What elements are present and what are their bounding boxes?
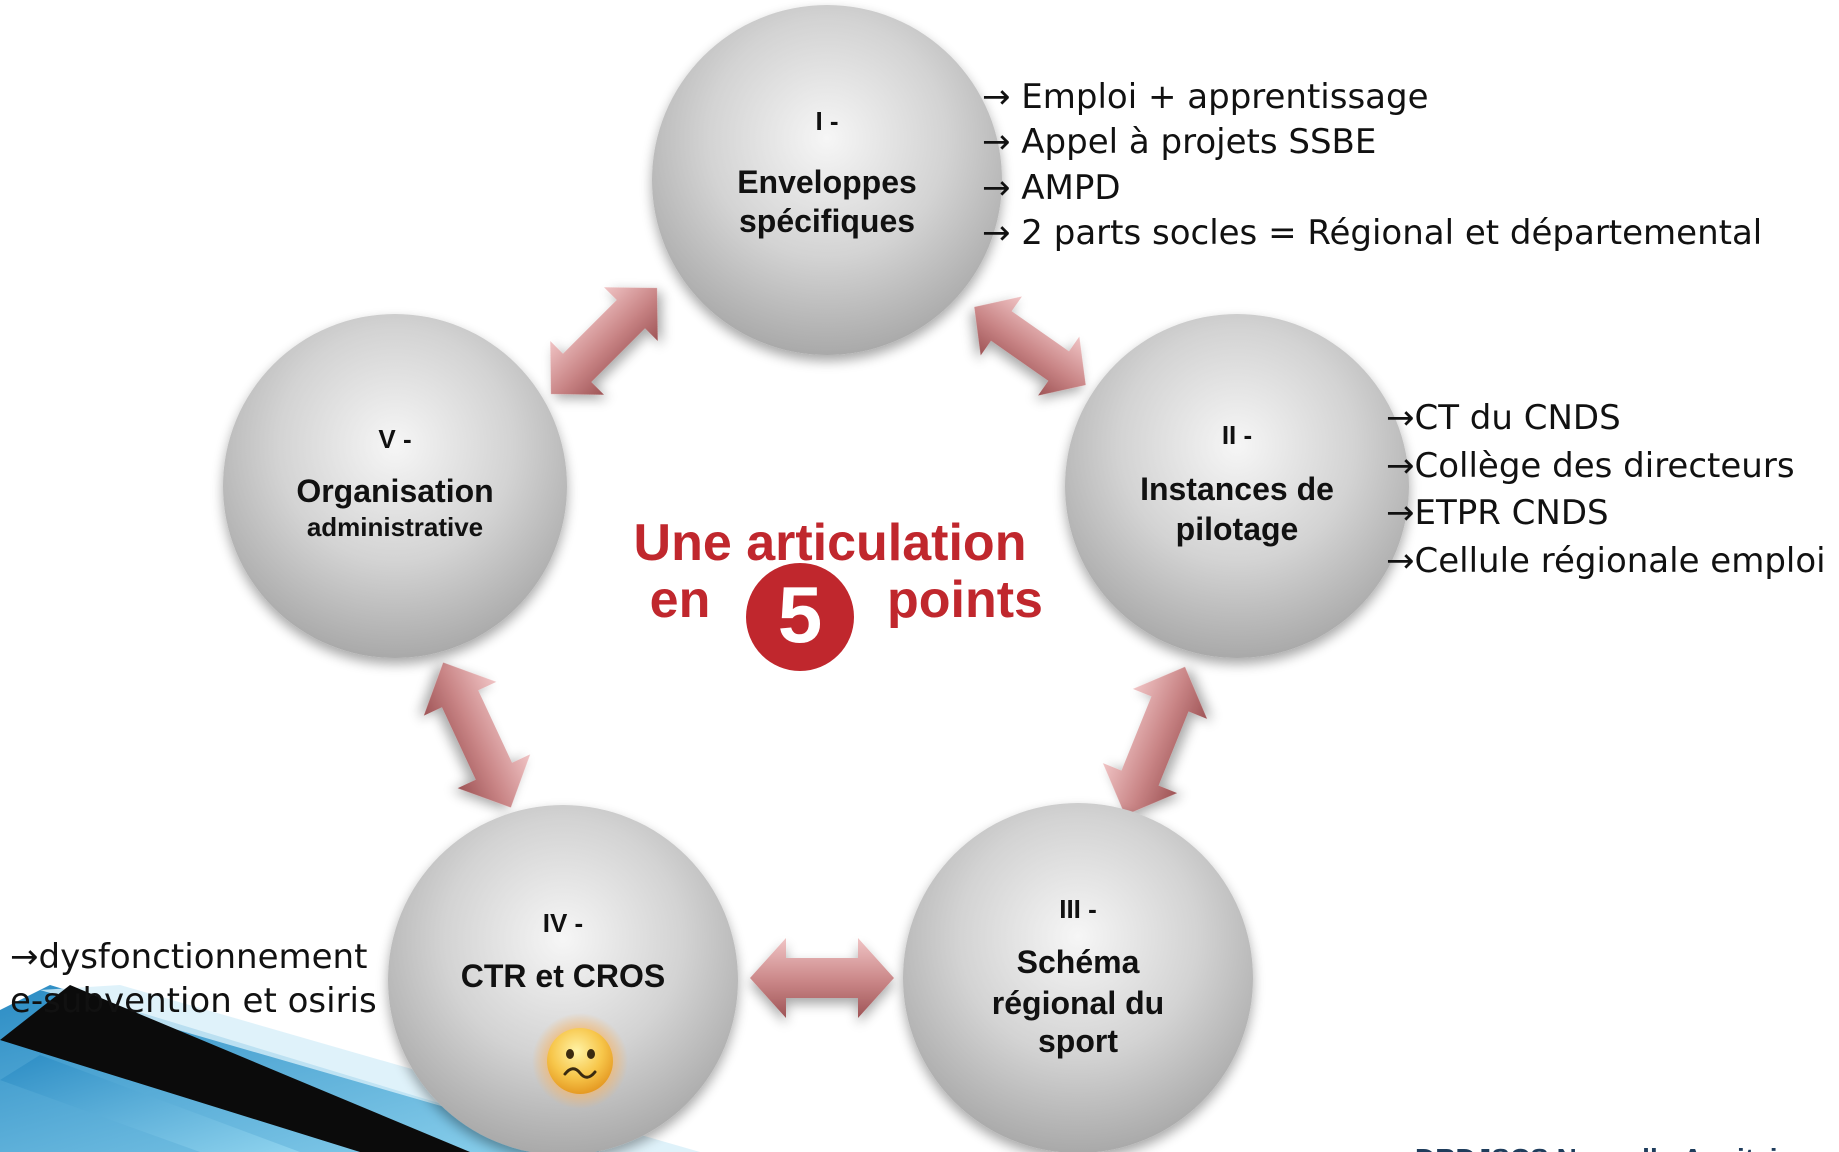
note-enveloppes-3: → AMPD xyxy=(982,168,1121,208)
sad-face-emoji-icon xyxy=(532,1013,628,1109)
circle-iii-line-1: Schéma xyxy=(1017,944,1140,980)
circle-ii-numeral: II - xyxy=(1222,420,1252,450)
arrow-i-v xyxy=(550,287,658,395)
arrow-iii-iv xyxy=(750,938,894,1018)
circle-iv-line-1: CTR et CROS xyxy=(461,958,665,994)
arrow-i-ii xyxy=(974,296,1086,396)
note-enveloppes-1: → Emploi + apprentissage xyxy=(982,77,1429,117)
circle-ii-instances: II - Instances de pilotage xyxy=(1065,314,1409,658)
center-title: Une articulation en 5 points xyxy=(634,514,1043,671)
note-instances-2: →Collège des directeurs xyxy=(1386,446,1795,486)
circle-v-organisation: V - Organisation administrative xyxy=(223,314,567,658)
center-title-word-en: en xyxy=(650,571,711,629)
circle-v-numeral: V - xyxy=(378,424,411,454)
circle-i-line-1: Enveloppes xyxy=(737,164,917,200)
circle-iv-numeral: IV - xyxy=(543,908,583,938)
circle-iii-line-2: régional du xyxy=(992,985,1164,1021)
note-instances-4: →Cellule régionale emploi xyxy=(1386,541,1826,581)
circle-ii-line-1: Instances de xyxy=(1140,471,1334,507)
note-ctr-2: e-subvention et osiris xyxy=(10,981,377,1021)
circle-iii-schema: III - Schéma régional du sport xyxy=(903,803,1253,1152)
footer-org-name: DRDJSCS Nouvelle-Aquitaine xyxy=(1415,1143,1810,1152)
circle-i-enveloppes: I - Enveloppes spécifiques xyxy=(652,5,1002,355)
center-title-word-points: points xyxy=(887,571,1043,629)
note-ctr-1: →dysfonctionnement xyxy=(10,937,367,977)
circle-iv-ctr: IV - CTR et CROS xyxy=(388,805,738,1152)
circle-v-line-1: Organisation xyxy=(296,473,493,509)
note-enveloppes-2: → Appel à projets SSBE xyxy=(982,122,1376,162)
circle-iii-numeral: III - xyxy=(1059,894,1097,924)
note-enveloppes-4: → 2 parts socles = Régional et départeme… xyxy=(982,213,1762,253)
arrow-ii-iii xyxy=(1102,666,1208,816)
note-instances-3: →ETPR CNDS xyxy=(1386,493,1609,533)
circle-v-line-2: administrative xyxy=(307,512,483,542)
arrow-iv-v xyxy=(423,662,531,808)
circle-i-numeral: I - xyxy=(815,106,838,136)
number-five: 5 xyxy=(778,570,823,659)
circle-i-line-2: spécifiques xyxy=(739,203,915,239)
center-title-line-1: Une articulation xyxy=(634,514,1027,572)
circle-ii-line-2: pilotage xyxy=(1176,511,1299,547)
note-instances-1: →CT du CNDS xyxy=(1386,398,1621,438)
circle-iii-line-3: sport xyxy=(1038,1023,1118,1059)
notes-ctr: →dysfonctionnement e-subvention et osiri… xyxy=(10,937,377,1021)
number-five-badge: 5 xyxy=(746,563,854,671)
notes-instances: →CT du CNDS →Collège des directeurs →ETP… xyxy=(1386,398,1826,581)
notes-enveloppes: → Emploi + apprentissage → Appel à proje… xyxy=(982,77,1762,253)
